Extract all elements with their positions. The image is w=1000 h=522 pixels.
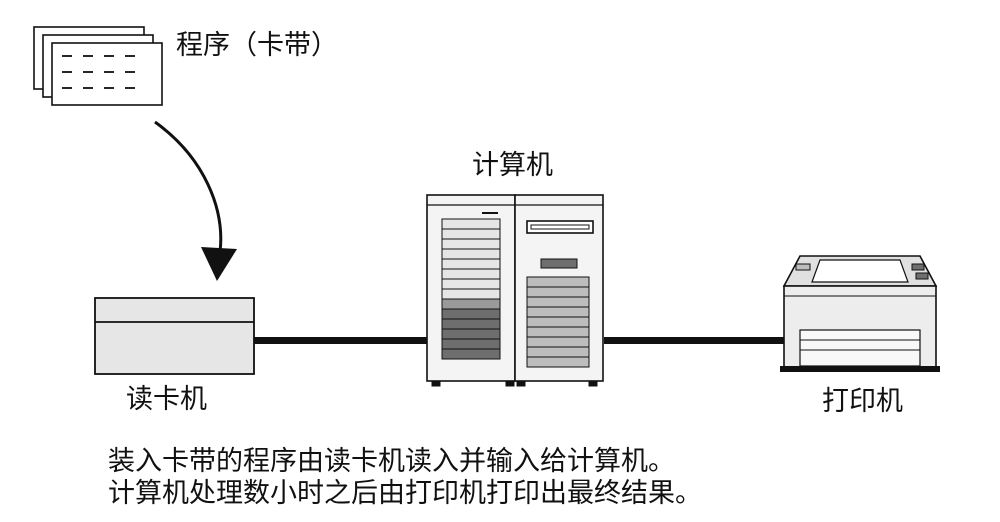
card-reader-icon	[94, 297, 255, 375]
card-reader-label: 读卡机	[126, 384, 207, 415]
printer-icon	[780, 255, 940, 372]
cable-computer-to-printer	[604, 337, 786, 344]
feed-arrow-icon	[154, 120, 237, 281]
punch-card-stack-icon	[33, 26, 163, 106]
computer-icon	[426, 194, 604, 387]
computer-label: 计算机	[472, 150, 553, 181]
program-label: 程序（卡带）	[176, 30, 338, 61]
printer-label: 打印机	[822, 386, 903, 417]
cable-reader-to-computer	[254, 337, 428, 344]
caption-line-2: 计算机处理数小时之后由打印机打印出最终结果。	[108, 478, 702, 509]
caption-line-1: 装入卡带的程序由读卡机读入并输入给计算机。	[108, 446, 675, 477]
